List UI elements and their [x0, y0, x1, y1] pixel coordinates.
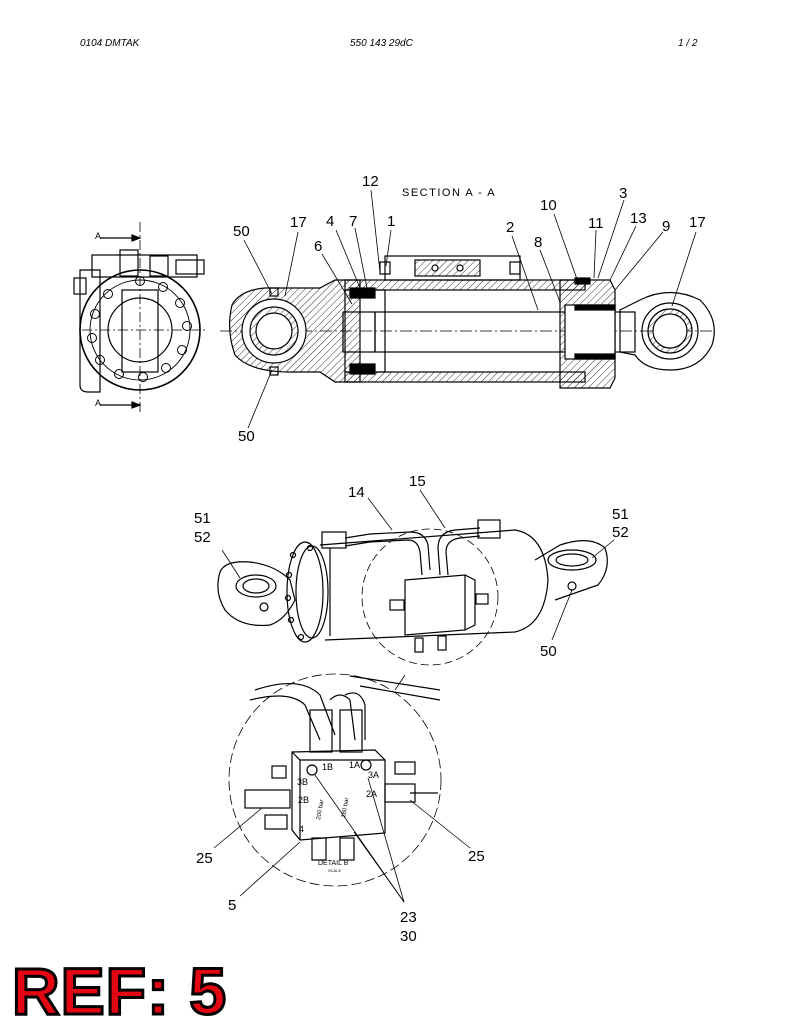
section-marker-top: A — [95, 231, 101, 241]
callout-8: 8 — [534, 234, 542, 251]
callout-11: 11 — [588, 215, 604, 232]
port-2b: 2B — [298, 795, 309, 805]
callout-4: 4 — [326, 213, 334, 230]
callout-1: 1 — [387, 213, 395, 230]
pressure-180: 180 bar — [341, 797, 350, 818]
callout-17-rear: 17 — [290, 214, 307, 231]
section-title: SECTION A - A — [402, 187, 496, 199]
doc-code: 0104 DMTAK — [80, 38, 140, 49]
callout-17-front: 17 — [689, 214, 706, 231]
port-2a: 2A — [366, 789, 377, 799]
callout-23: 23 — [400, 909, 417, 926]
isometric-view — [217, 519, 608, 666]
ref-label: REF: 5 — [10, 954, 228, 1028]
callout-2: 2 — [506, 219, 514, 236]
port-1b: 1B — [322, 762, 333, 772]
detail-b — [228, 673, 442, 887]
callout-7: 7 — [349, 213, 357, 230]
callout-25-right: 25 — [468, 848, 485, 865]
callout-52-rear: 52 — [194, 529, 211, 546]
callout-15: 15 — [409, 473, 426, 490]
port-3a: 3A — [368, 770, 379, 780]
callout-51-rear: 51 — [194, 510, 211, 527]
callout-50-bottom: 50 — [238, 428, 255, 445]
callout-50-iso: 50 — [540, 643, 557, 660]
callout-10: 10 — [540, 197, 557, 214]
page-indicator: 1 / 2 — [678, 38, 698, 49]
callout-3: 3 — [619, 185, 627, 202]
callout-9: 9 — [662, 218, 670, 235]
callout-5: 5 — [228, 897, 236, 914]
callout-25-left: 25 — [196, 850, 213, 867]
callout-13: 13 — [630, 210, 647, 227]
flange-bolts — [87, 276, 192, 382]
leaders-iso — [213, 489, 615, 903]
callout-30: 30 — [400, 928, 417, 945]
callout-51-front: 51 — [612, 506, 629, 523]
port-4: 4 — [299, 824, 304, 834]
callout-52-front: 52 — [612, 524, 629, 541]
part-number: 550 143 29dC — [350, 38, 413, 49]
end-view — [73, 222, 205, 412]
callout-50-top: 50 — [233, 223, 250, 240]
pressure-200: 200 bar — [316, 799, 325, 820]
cylinder-section — [220, 255, 715, 389]
detail-scale: SCALE — [328, 868, 341, 873]
callout-6: 6 — [314, 238, 322, 255]
callout-12: 12 — [362, 173, 379, 190]
leaders-section — [243, 189, 697, 429]
detail-label: DETAIL B — [318, 860, 349, 867]
callout-14: 14 — [348, 484, 365, 501]
port-3b: 3B — [297, 777, 308, 787]
port-1a: 1A — [349, 760, 360, 770]
section-marker-bottom: A — [95, 398, 101, 408]
